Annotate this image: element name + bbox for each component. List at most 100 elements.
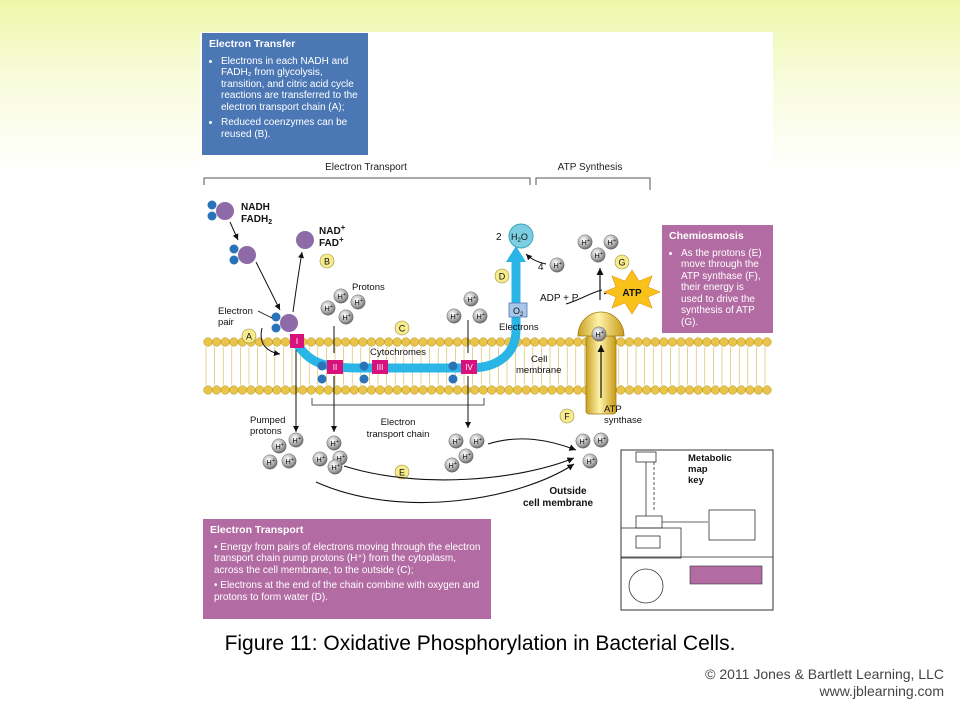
proton-label: H+ — [476, 312, 485, 321]
proton-circle — [549, 257, 565, 273]
proton-circle — [262, 454, 278, 470]
lipid-head — [530, 337, 540, 347]
proton-label: H+ — [553, 261, 562, 270]
lipid-head — [633, 337, 643, 347]
metabolic-map-key — [620, 449, 774, 611]
electron-transfer-bullet-2: Reduced coenzymes can be reused (B). — [221, 117, 361, 140]
proton-label: H+ — [330, 439, 339, 448]
lipid-head — [685, 337, 695, 347]
lipid-head — [384, 385, 394, 395]
lipid-head — [392, 337, 402, 347]
lipid-head — [538, 385, 548, 395]
adp-p-label: ADP + P — [540, 293, 579, 304]
electron-transfer-box: Electron Transfer Electrons in each NADH… — [202, 33, 368, 155]
step-letter-g: G — [618, 257, 625, 267]
lipid-head — [323, 337, 333, 347]
atp-synthase-label-2: synthase — [604, 415, 642, 426]
lipid-head — [753, 385, 763, 395]
lipid-head — [573, 337, 583, 347]
step-letter-e-circle — [394, 464, 410, 480]
complex-II: II — [327, 360, 343, 374]
proton-circle — [463, 291, 479, 307]
lipid-head — [409, 385, 419, 395]
step-letter-d-circle — [494, 268, 510, 284]
lipid-head — [642, 385, 652, 395]
step-letter-f-circle — [559, 408, 575, 424]
lipid-head — [444, 385, 454, 395]
svg-text:H2O: H2O — [511, 232, 528, 244]
complex-IV: IV — [461, 360, 477, 374]
lipid-head — [392, 385, 402, 395]
chemiosmosis-title: Chemiosmosis — [669, 230, 744, 242]
lipid-head — [616, 385, 626, 395]
lipid-head — [461, 385, 471, 395]
lipid-head — [452, 337, 462, 347]
lipid-head — [298, 385, 308, 395]
complex-I: I — [290, 334, 304, 348]
lipid-head — [521, 337, 531, 347]
lipid-head — [401, 337, 411, 347]
electron-chain-arrowhead — [506, 246, 526, 262]
proton-circle — [469, 433, 485, 449]
lipid-head — [547, 337, 557, 347]
atp-label: ATP — [622, 288, 642, 299]
svg-text:I: I — [296, 337, 298, 346]
proton-circle — [320, 300, 336, 316]
lipid-head — [203, 337, 213, 347]
lipid-head — [556, 385, 566, 395]
lipid-head — [255, 385, 265, 395]
electrons-label: Electrons — [499, 322, 539, 333]
lipid-head — [375, 385, 385, 395]
lipid-head — [719, 337, 729, 347]
nadh-molecule — [207, 200, 234, 221]
lipid-head — [272, 385, 282, 395]
fad-label: FAD+ — [319, 235, 344, 249]
arrow-adp-to-atp — [565, 289, 603, 305]
lipid-head — [702, 385, 712, 395]
lipid-head — [693, 337, 703, 347]
lipid-head — [306, 337, 316, 347]
chemiosmosis-box: Chemiosmosis As the protons (E) move thr… — [662, 225, 773, 333]
svg-text:III: III — [377, 363, 384, 372]
proton-label: H+ — [337, 292, 346, 301]
lipid-head — [659, 385, 669, 395]
copyright-block: © 2011 Jones & Bartlett Learning, LLC ww… — [705, 666, 944, 700]
lipid-head — [263, 337, 273, 347]
lipid-head — [452, 385, 462, 395]
proton-label: H+ — [292, 436, 301, 445]
lipid-head — [556, 337, 566, 347]
lipid-head — [762, 385, 772, 395]
lipid-head — [461, 337, 471, 347]
arrow-reuse — [292, 251, 304, 313]
lipid-head — [237, 385, 247, 395]
lipid-head — [487, 337, 497, 347]
lipid-head — [203, 385, 213, 395]
lipid-head — [564, 385, 574, 395]
electron-pair-label-2: pair — [218, 317, 234, 328]
svg-text:O2: O2 — [513, 306, 524, 318]
lipid-head — [676, 385, 686, 395]
proton-circle — [448, 433, 464, 449]
complex-III: III — [372, 360, 388, 374]
lipid-head — [306, 385, 316, 395]
lipid-head — [435, 385, 445, 395]
proton-label: H+ — [342, 313, 351, 322]
lipid-head — [315, 385, 325, 395]
lipid-head — [736, 337, 746, 347]
proton-circle — [593, 432, 609, 448]
lipid-head — [427, 385, 437, 395]
oxygen-box: O2 — [508, 302, 528, 318]
step-letter-d: D — [499, 271, 506, 281]
lipid-head — [745, 337, 755, 347]
lipid-head — [745, 385, 755, 395]
lipid-head — [564, 337, 574, 347]
nadh-label: NADH — [241, 202, 270, 213]
lipid-head — [341, 337, 351, 347]
lipid-head — [693, 385, 703, 395]
lipid-head — [470, 385, 480, 395]
lipid-head — [444, 337, 454, 347]
electron-transport-box: Electron Transport Energy from pairs of … — [203, 519, 491, 619]
copyright-text: © 2011 Jones & Bartlett Learning, LLC — [705, 666, 944, 682]
